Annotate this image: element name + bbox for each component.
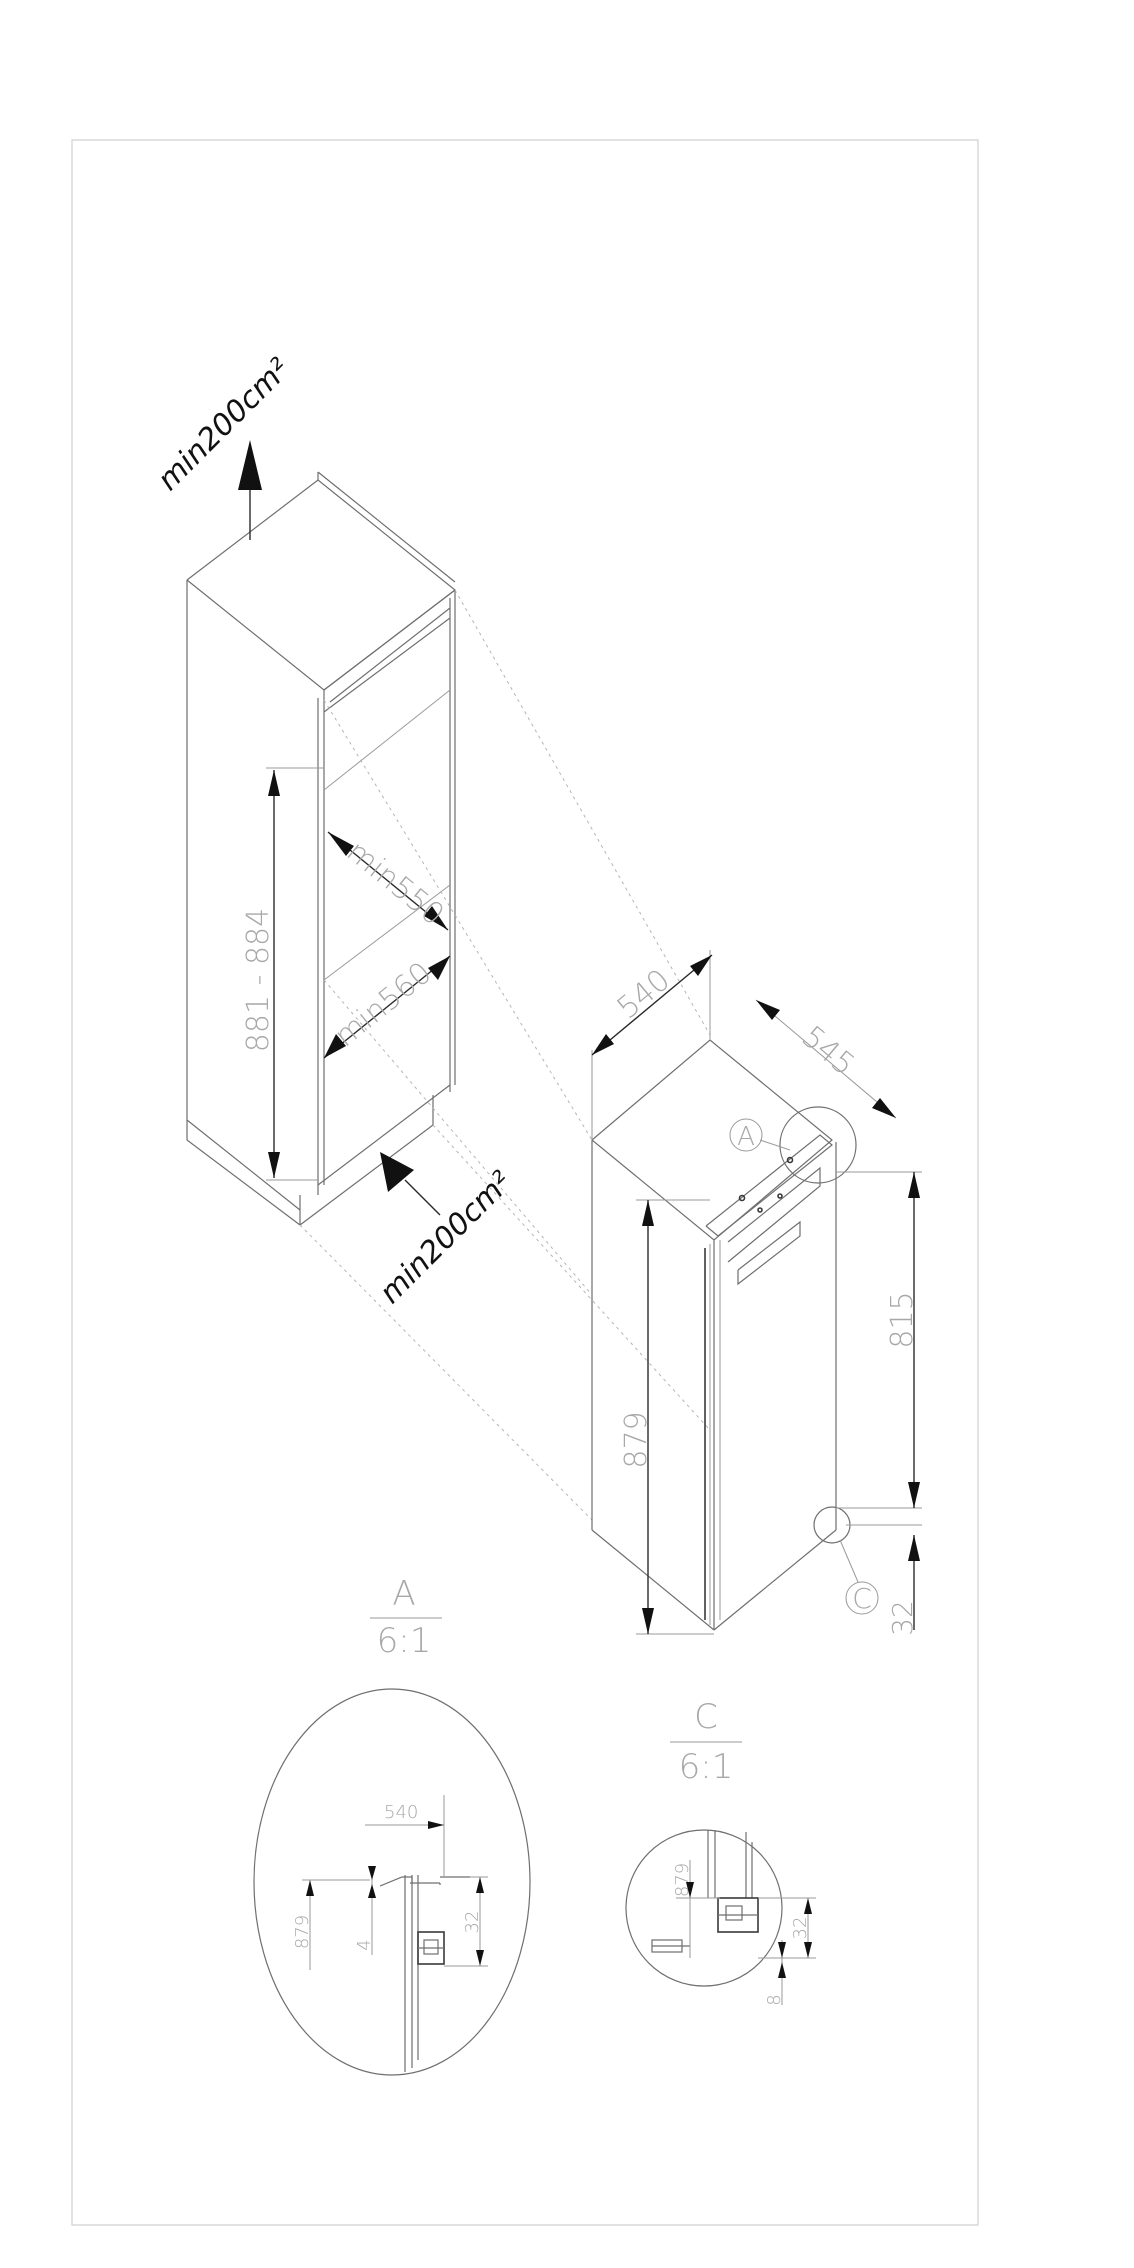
detail-c-base-dimension — [774, 1940, 792, 2005]
detail-a-width-dimension — [365, 1795, 445, 1877]
marker-a — [729, 1118, 791, 1152]
vent-bottom-arrow — [380, 1152, 441, 1216]
projection-lines — [299, 589, 711, 1521]
detail-a-offset-label: 32 — [462, 1911, 483, 1934]
detail-c-title: C — [694, 1697, 718, 1737]
detail-a-scale: 6:1 — [377, 1621, 432, 1661]
vent-top-arrow — [238, 440, 262, 540]
hinge-height-label: 815 — [885, 1291, 920, 1348]
niche-height-label: 881 - 884 — [241, 908, 276, 1052]
marker-c-label: C — [852, 1582, 872, 1615]
detail-c-height-dimension — [676, 1860, 720, 1958]
base-gap-dimension — [846, 1524, 922, 1630]
drawing-frame — [71, 139, 979, 2226]
detail-c-scale: 6:1 — [679, 1747, 734, 1787]
niche-height-dimension — [266, 767, 324, 1181]
base-gap-label: 32 — [886, 1600, 919, 1636]
appliance-body — [591, 1039, 857, 1631]
vent-bottom-label: min200cm² — [373, 1165, 519, 1311]
niche-width-dimension — [323, 955, 451, 1059]
appliance-height-label: 879 — [619, 1411, 654, 1468]
cabinet-niche — [186, 471, 456, 1226]
hinge-height-dimension — [836, 1171, 922, 1509]
detail-a-title: A — [392, 1574, 415, 1614]
detail-a-height-dimension — [302, 1879, 370, 1970]
appliance-width-label: 540 — [611, 963, 677, 1027]
marker-c — [839, 1539, 879, 1615]
marker-a-label: A — [737, 1122, 755, 1152]
detail-a-view — [253, 1688, 531, 2076]
appliance-width-dimension — [591, 950, 713, 1140]
detail-c-height-label: 879 — [672, 1863, 693, 1897]
detail-a-offset-dimension — [444, 1876, 488, 1967]
detail-a-height-label: 879 — [292, 1915, 313, 1949]
niche-width-label: min560 — [328, 955, 438, 1054]
detail-c-base-label: 8 — [764, 1994, 785, 2005]
detail-a-gap-label: 4 — [354, 1939, 375, 1950]
appliance-depth-label: 545 — [795, 1019, 861, 1083]
niche-depth-label: min550 — [340, 834, 450, 933]
appliance-depth-dimension — [755, 999, 897, 1119]
vent-top-label: min200cm² — [151, 352, 297, 498]
detail-c-view — [625, 1829, 783, 1987]
niche-depth-dimension — [327, 831, 449, 931]
detail-a-width-label: 540 — [384, 1802, 418, 1823]
detail-c-offset-dimension — [758, 1897, 816, 1959]
appliance-height-dimension — [636, 1199, 714, 1635]
detail-a-gap-dimension — [368, 1866, 376, 1955]
detail-c-offset-label: 32 — [790, 1917, 811, 1940]
